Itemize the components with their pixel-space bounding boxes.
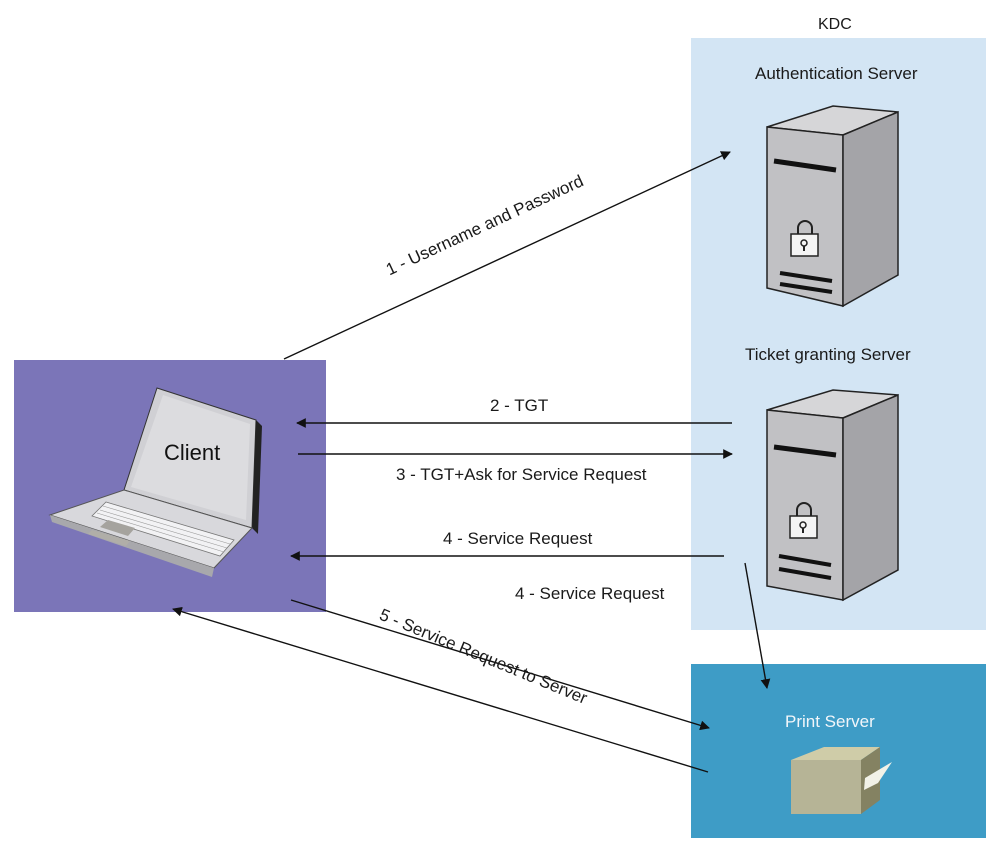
arrow-6-print-to-client <box>172 606 709 773</box>
lock-icon <box>790 220 819 257</box>
message-2-label: 2 - TGT <box>490 396 549 415</box>
message-4a-label: 4 - Service Request <box>443 529 593 548</box>
client-label: Client <box>164 440 221 465</box>
arrow-4-service-request-print <box>744 562 771 689</box>
laptop-icon <box>48 387 262 577</box>
arrow-5-to-print-server <box>290 599 710 731</box>
authentication-server-label: Authentication Server <box>755 64 918 83</box>
printer-box-icon <box>791 747 892 814</box>
message-4b-label: 4 - Service Request <box>515 584 665 603</box>
ticket-granting-server-icon <box>766 389 899 602</box>
authentication-server-icon <box>766 105 899 308</box>
print-server-label: Print Server <box>785 712 875 731</box>
kdc-label: KDC <box>818 16 852 33</box>
lock-icon <box>789 502 818 539</box>
ticket-granting-server-label: Ticket granting Server <box>745 345 911 364</box>
arrow-1-username-password <box>283 151 731 360</box>
message-3-label: 3 - TGT+Ask for Service Request <box>396 465 647 484</box>
